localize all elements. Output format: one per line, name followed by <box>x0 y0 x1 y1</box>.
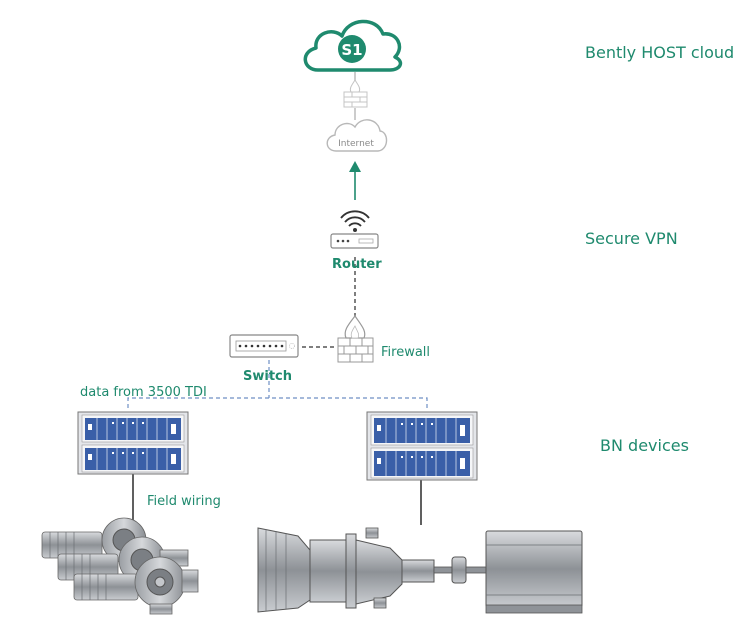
tier-label-cloud: Bently HOST cloud <box>585 43 735 62</box>
internet-label: Internet <box>338 139 374 149</box>
bn-rack-left-icon <box>77 411 189 475</box>
small-firewall-icon <box>343 79 368 108</box>
arrow-head-icon <box>349 161 361 172</box>
firewall-label: Firewall <box>381 345 431 360</box>
tier-label-vpn: Secure VPN <box>585 229 678 248</box>
switch-icon <box>229 334 299 358</box>
router-icon <box>330 210 379 249</box>
tier-label-devices: BN devices <box>600 436 689 455</box>
bently-host-cloud-icon: S1 <box>303 19 403 72</box>
switch-label: Switch <box>243 369 293 384</box>
bn-rack-right-icon <box>366 411 478 481</box>
pump-motors-icon <box>41 517 199 615</box>
internet-cloud-icon: Internet <box>326 119 388 152</box>
cloud-logo-text: S1 <box>341 41 362 59</box>
turbine-generator-icon <box>257 527 583 614</box>
firewall-icon <box>337 314 374 363</box>
data-bus-link <box>127 360 428 410</box>
data-source-label: data from 3500 TDI <box>80 385 207 400</box>
router-label: Router <box>332 257 382 272</box>
field-wiring-label: Field wiring <box>147 494 221 509</box>
